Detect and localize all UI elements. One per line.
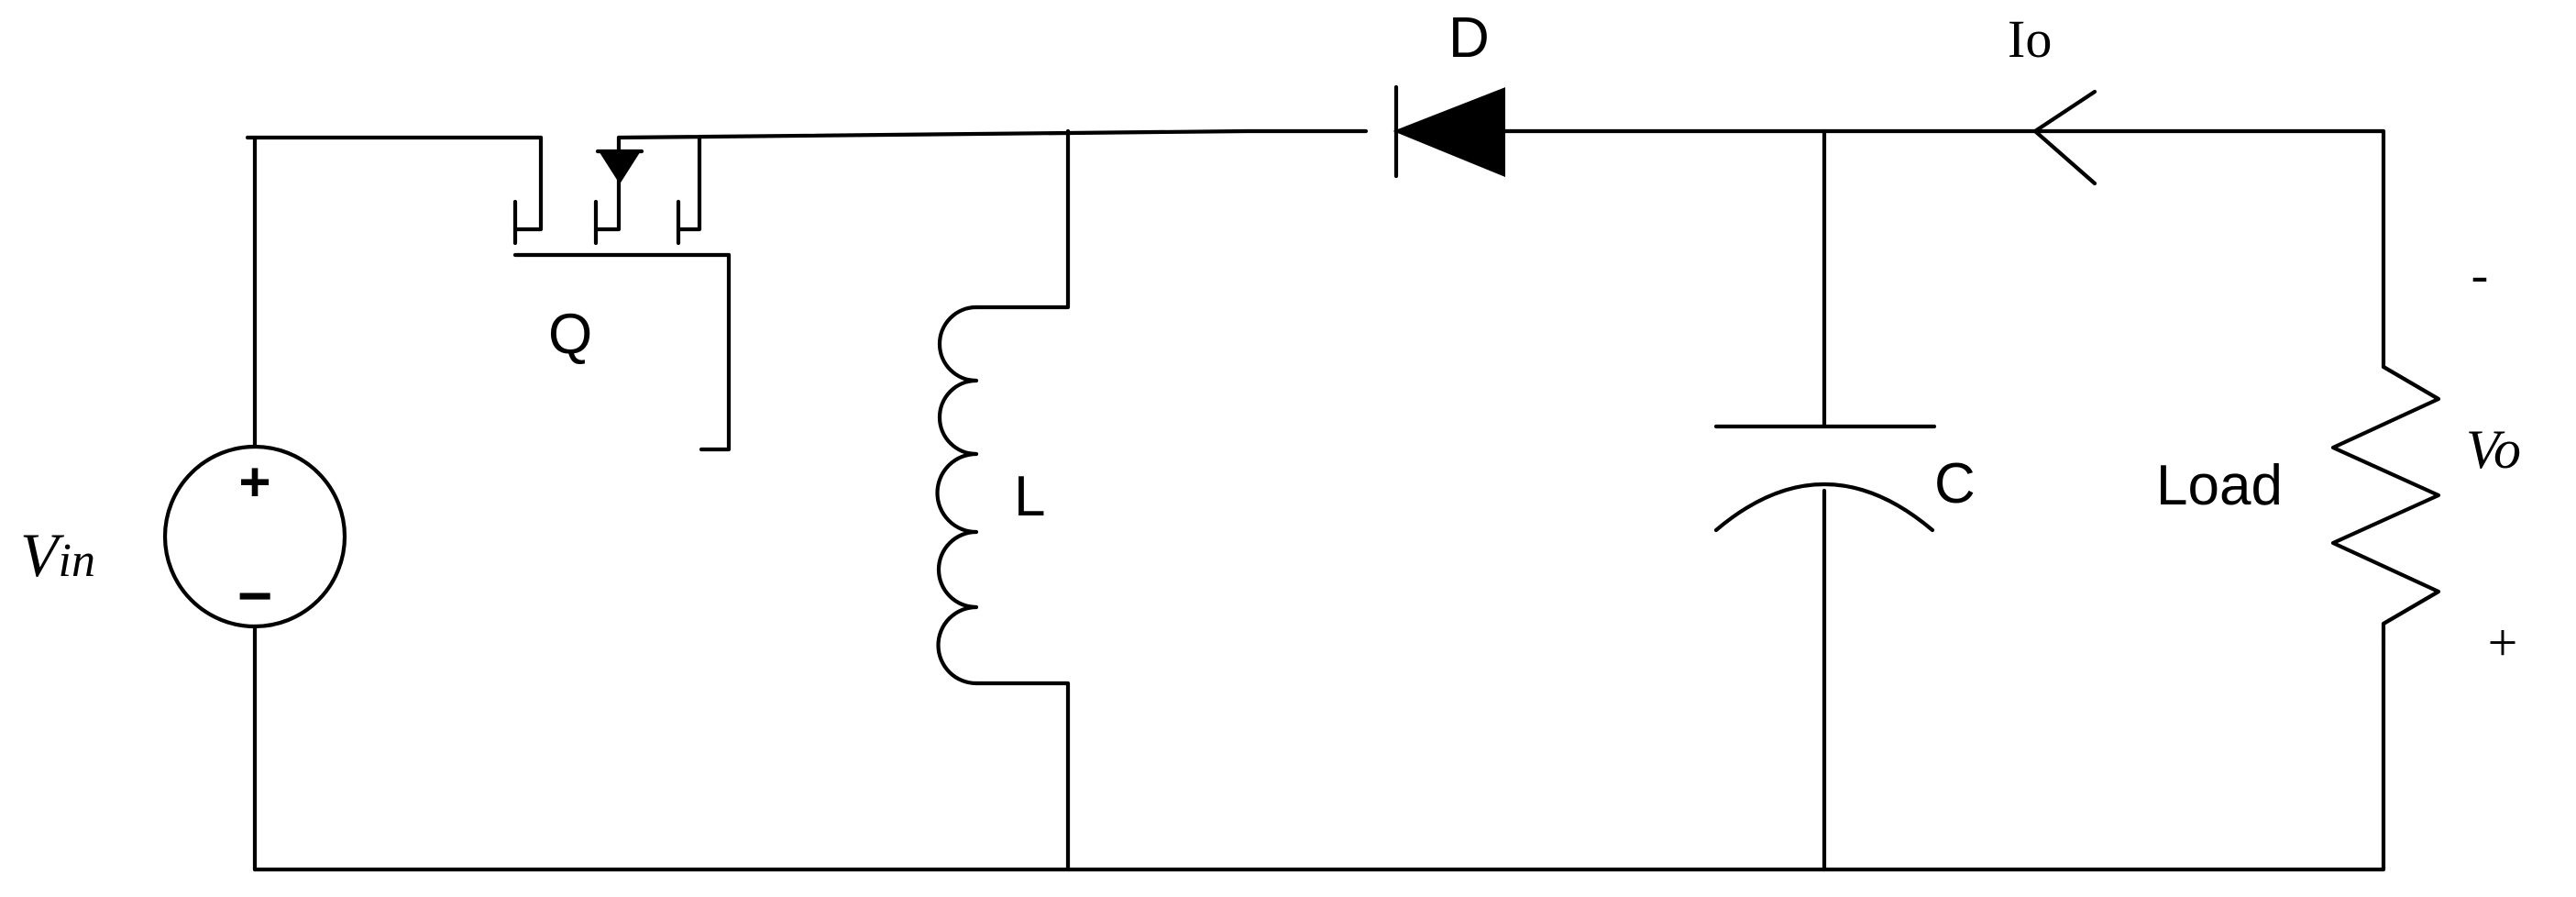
vin-label: Vin (20, 520, 95, 590)
output-current-label: Io (2008, 9, 2052, 69)
vin-label-sub: in (59, 535, 95, 587)
source-plus-sign: + (238, 451, 270, 513)
diode (1393, 84, 1505, 179)
output-current-arrow (2032, 89, 2097, 186)
mosfet-drain-lead (512, 135, 544, 232)
mosfet-body-lead (676, 135, 702, 232)
capacitor (1713, 424, 1937, 533)
vo-minus-sign: - (2471, 247, 2489, 304)
mosfet-gate-lead (699, 252, 732, 452)
wire-top-diode-to-load (1501, 128, 2386, 370)
load-label: Load (2156, 454, 2283, 517)
wires (245, 128, 2386, 872)
wire-inductor-bottom (974, 681, 1071, 872)
capacitor-plate-curved (1713, 482, 1935, 533)
diode-triangle (1393, 87, 1505, 177)
load-resistor-zigzag (2330, 364, 2441, 642)
source-minus-sign: − (237, 561, 273, 629)
vo-plus-sign: + (2488, 613, 2518, 672)
diode-label: D (1448, 6, 1490, 70)
voltage-source-circle (162, 444, 347, 629)
wire-bottom (252, 637, 2386, 872)
capacitor-label: C (1934, 452, 1976, 515)
inductor-coil (935, 305, 979, 686)
inductor-label: L (1014, 465, 1045, 528)
wire-inductor-top (974, 128, 1071, 310)
wire-top-mosfet-to-diode (616, 128, 1369, 140)
mosfet-switch (512, 135, 732, 452)
switch-label: Q (548, 303, 592, 366)
vo-label: Vo (2466, 419, 2521, 480)
vin-label-main: V (20, 520, 65, 590)
vo-label-sub: o (2493, 419, 2521, 480)
mosfet-body-diode-triangle (598, 150, 642, 184)
voltage-source: + − (162, 444, 347, 629)
